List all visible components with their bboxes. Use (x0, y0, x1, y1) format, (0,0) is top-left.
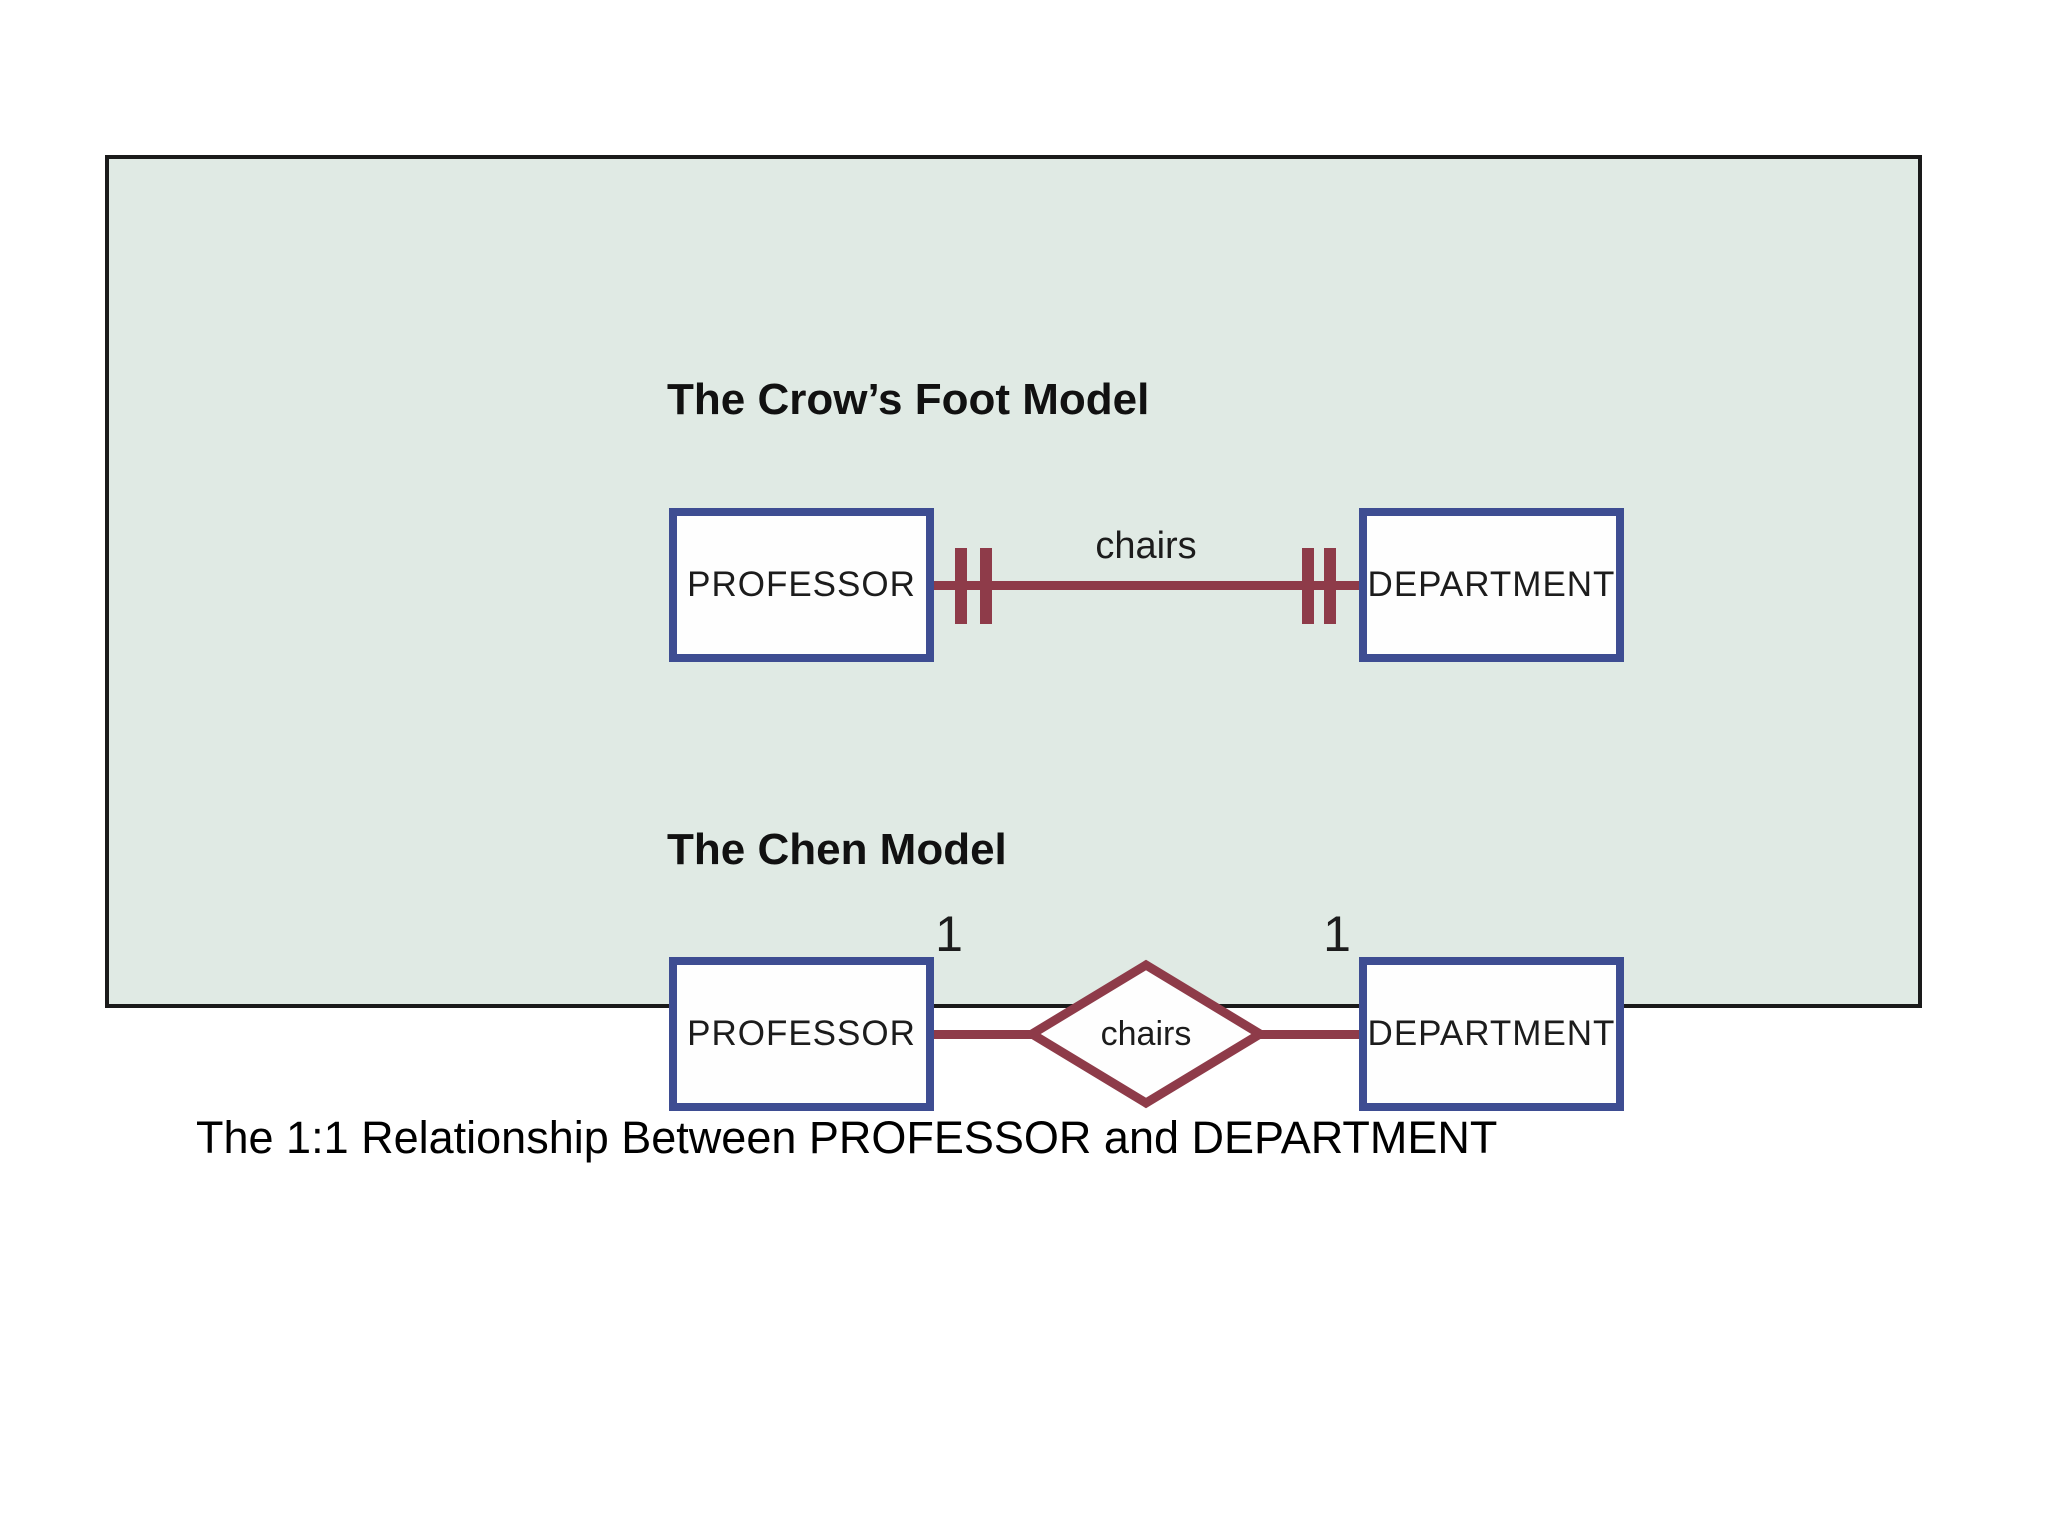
crows-foot-professor-entity: PROFESSOR (669, 508, 934, 662)
chen-relationship-line-right (1239, 1030, 1359, 1039)
one-and-only-one-tick-icon (1324, 548, 1336, 624)
crows-foot-title: The Crow’s Foot Model (667, 375, 1150, 424)
one-and-only-one-tick-icon (1302, 548, 1314, 624)
crows-foot-department-label: DEPARTMENT (1367, 565, 1616, 604)
chen-left-cardinality: 1 (935, 906, 963, 962)
crows-foot-relationship-line (934, 581, 1359, 590)
chen-relationship-label: chairs (1100, 1014, 1192, 1053)
chen-relationship-line-left (934, 1030, 1059, 1039)
chen-professor-entity: PROFESSOR (669, 957, 934, 1111)
chen-department-label: DEPARTMENT (1367, 1014, 1616, 1053)
crows-foot-relationship-label: chairs (1095, 525, 1197, 567)
chen-title: The Chen Model (667, 825, 1007, 874)
figure-caption: The 1:1 Relationship Between PROFESSOR a… (196, 1112, 1498, 1163)
crows-foot-professor-label: PROFESSOR (687, 565, 916, 604)
crows-foot-department-entity: DEPARTMENT (1359, 508, 1624, 662)
chen-professor-label: PROFESSOR (687, 1014, 916, 1053)
diagram-panel: The Crow’s Foot Model PROFESSOR chairs D… (105, 155, 1922, 1111)
one-and-only-one-tick-icon (980, 548, 992, 624)
chen-department-entity: DEPARTMENT (1359, 957, 1624, 1111)
diamond-icon (1026, 959, 1266, 1109)
chen-right-cardinality: 1 (1323, 906, 1351, 962)
chen-relationship-diamond: chairs (1026, 959, 1266, 1109)
one-and-only-one-tick-icon (955, 548, 967, 624)
